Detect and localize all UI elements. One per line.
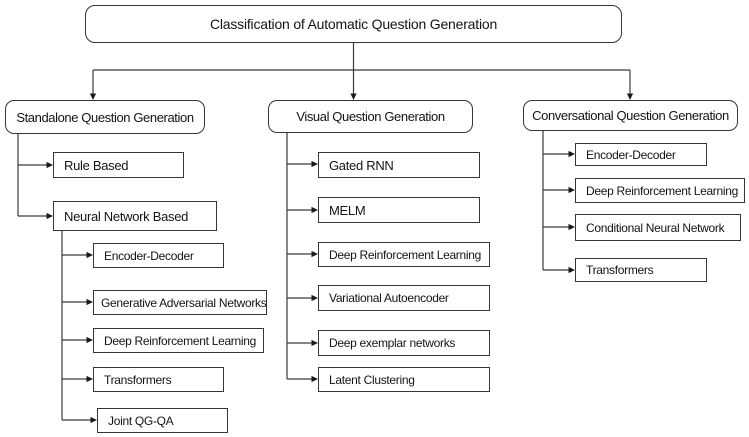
node-neural-network-based: Neural Network Based bbox=[53, 201, 217, 231]
root-connector bbox=[89, 43, 634, 100]
root-node: Classification of Automatic Question Gen… bbox=[85, 5, 622, 43]
node-cqg-encoder-decoder: Encoder-Decoder bbox=[575, 143, 707, 166]
node-sqg-joint-qg-qa: Joint QG-QA bbox=[97, 408, 228, 433]
node-vqg-variational-autoencoder: Variational Autoencoder bbox=[318, 285, 490, 311]
visual-trunk bbox=[286, 133, 318, 383]
branch-conversational-question-generation: Conversational Question Generation bbox=[523, 100, 738, 131]
node-vqg-gated-rnn: Gated RNN bbox=[318, 152, 480, 178]
node-cqg-transformers: Transformers bbox=[575, 258, 707, 282]
node-vqg-latent-clustering: Latent Clustering bbox=[318, 367, 490, 392]
node-sqg-deep-reinforcement-learning: Deep Reinforcement Learning bbox=[93, 328, 264, 353]
node-sqg-transformers: Transformers bbox=[93, 367, 224, 392]
node-rule-based: Rule Based bbox=[53, 152, 184, 178]
node-cqg-conditional-neural-network: Conditional Neural Network bbox=[575, 214, 741, 241]
node-vqg-deep-reinforcement-learning: Deep Reinforcement Learning bbox=[318, 242, 490, 267]
branch-visual-question-generation: Visual Question Generation bbox=[268, 100, 473, 133]
node-sqg-generative-adversarial-networks: Generative Adversarial Networks bbox=[93, 290, 267, 315]
node-vqg-deep-exemplar-networks: Deep exemplar networks bbox=[318, 330, 490, 356]
conversational-trunk bbox=[542, 130, 575, 274]
branch-standalone-question-generation: Standalone Question Generation bbox=[5, 100, 205, 134]
node-sqg-encoder-decoder: Encoder-Decoder bbox=[93, 243, 224, 268]
node-cqg-deep-reinforcement-learning: Deep Reinforcement Learning bbox=[575, 178, 745, 203]
node-vqg-melm: MELM bbox=[318, 197, 480, 223]
standalone-trunk bbox=[17, 134, 53, 220]
neural-network-trunk bbox=[61, 231, 97, 424]
